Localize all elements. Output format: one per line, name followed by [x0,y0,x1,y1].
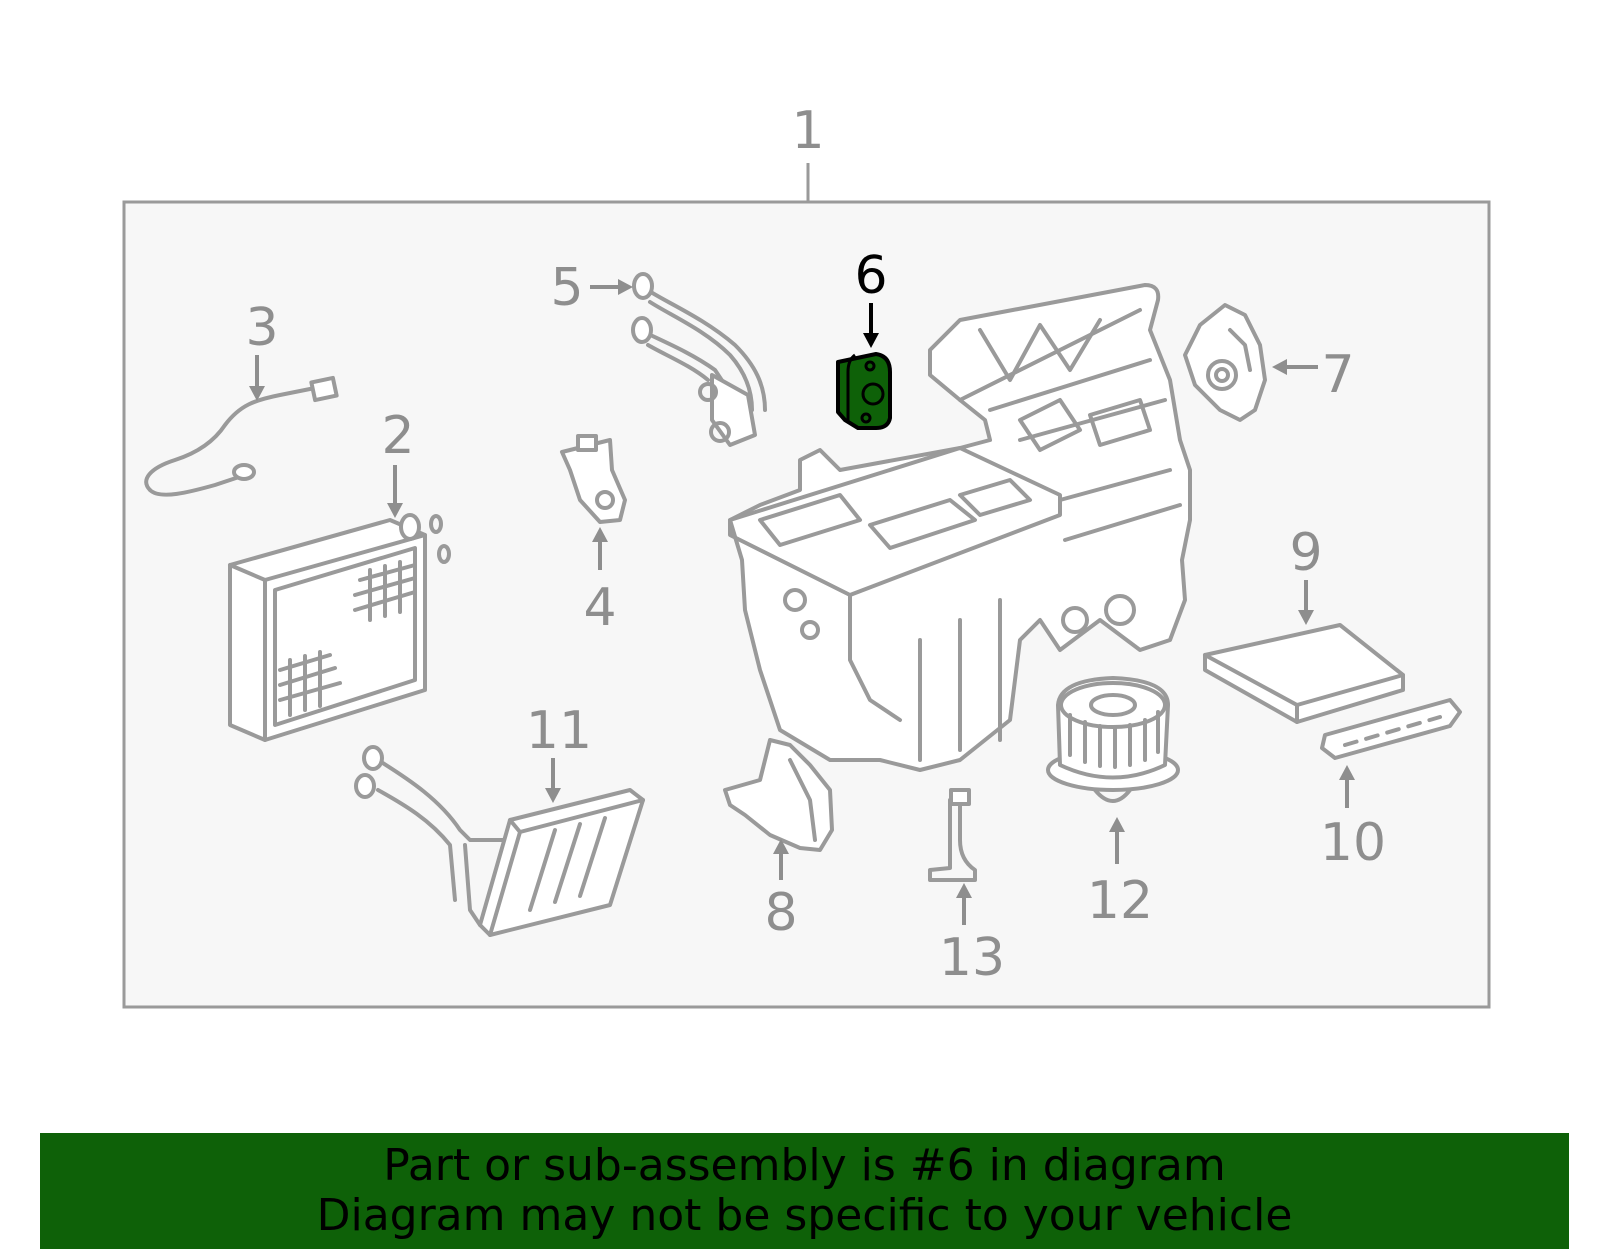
callout-10-label: 10 [1320,813,1386,873]
banner-line-2: Diagram may not be specific to your vehi… [316,1190,1293,1241]
part-2-evaporator[interactable] [228,513,451,742]
part-9-filter[interactable] [1203,623,1405,724]
part-4-valve[interactable] [560,434,627,524]
callout-12-label: 12 [1087,871,1153,931]
part-5-pipe[interactable] [631,272,767,447]
callout-1-label: 1 [791,101,824,161]
banner-line-1: Part or sub-assembly is #6 in diagram [383,1140,1226,1191]
part-3-sensor[interactable] [144,375,339,497]
callout-6-label: 6 [854,246,887,306]
part-10-cover[interactable] [1320,698,1462,760]
callout-5-label: 5 [550,258,583,318]
callout-3-label: 3 [245,298,278,358]
callout-9-label: 9 [1289,523,1322,583]
part-13-drain-hose[interactable] [928,788,977,882]
part-11-heater-core[interactable] [354,745,645,937]
part-6-highlighted[interactable] [836,352,892,430]
callout-arrows [249,279,1355,925]
part-12-blower-motor[interactable] [1046,676,1180,803]
info-banner: Part or sub-assembly is #6 in diagram Di… [40,1133,1569,1249]
part-1-hvac-case[interactable] [728,283,1192,772]
callout-2-label: 2 [381,406,414,466]
part-7-actuator[interactable] [1183,303,1267,422]
callout-8-label: 8 [764,883,797,943]
callout-4-label: 4 [583,578,616,638]
callout-7-label: 7 [1321,345,1354,405]
callout-13-label: 13 [939,928,1005,988]
callout-11-label: 11 [526,701,592,761]
part-8-duct[interactable] [723,738,834,852]
